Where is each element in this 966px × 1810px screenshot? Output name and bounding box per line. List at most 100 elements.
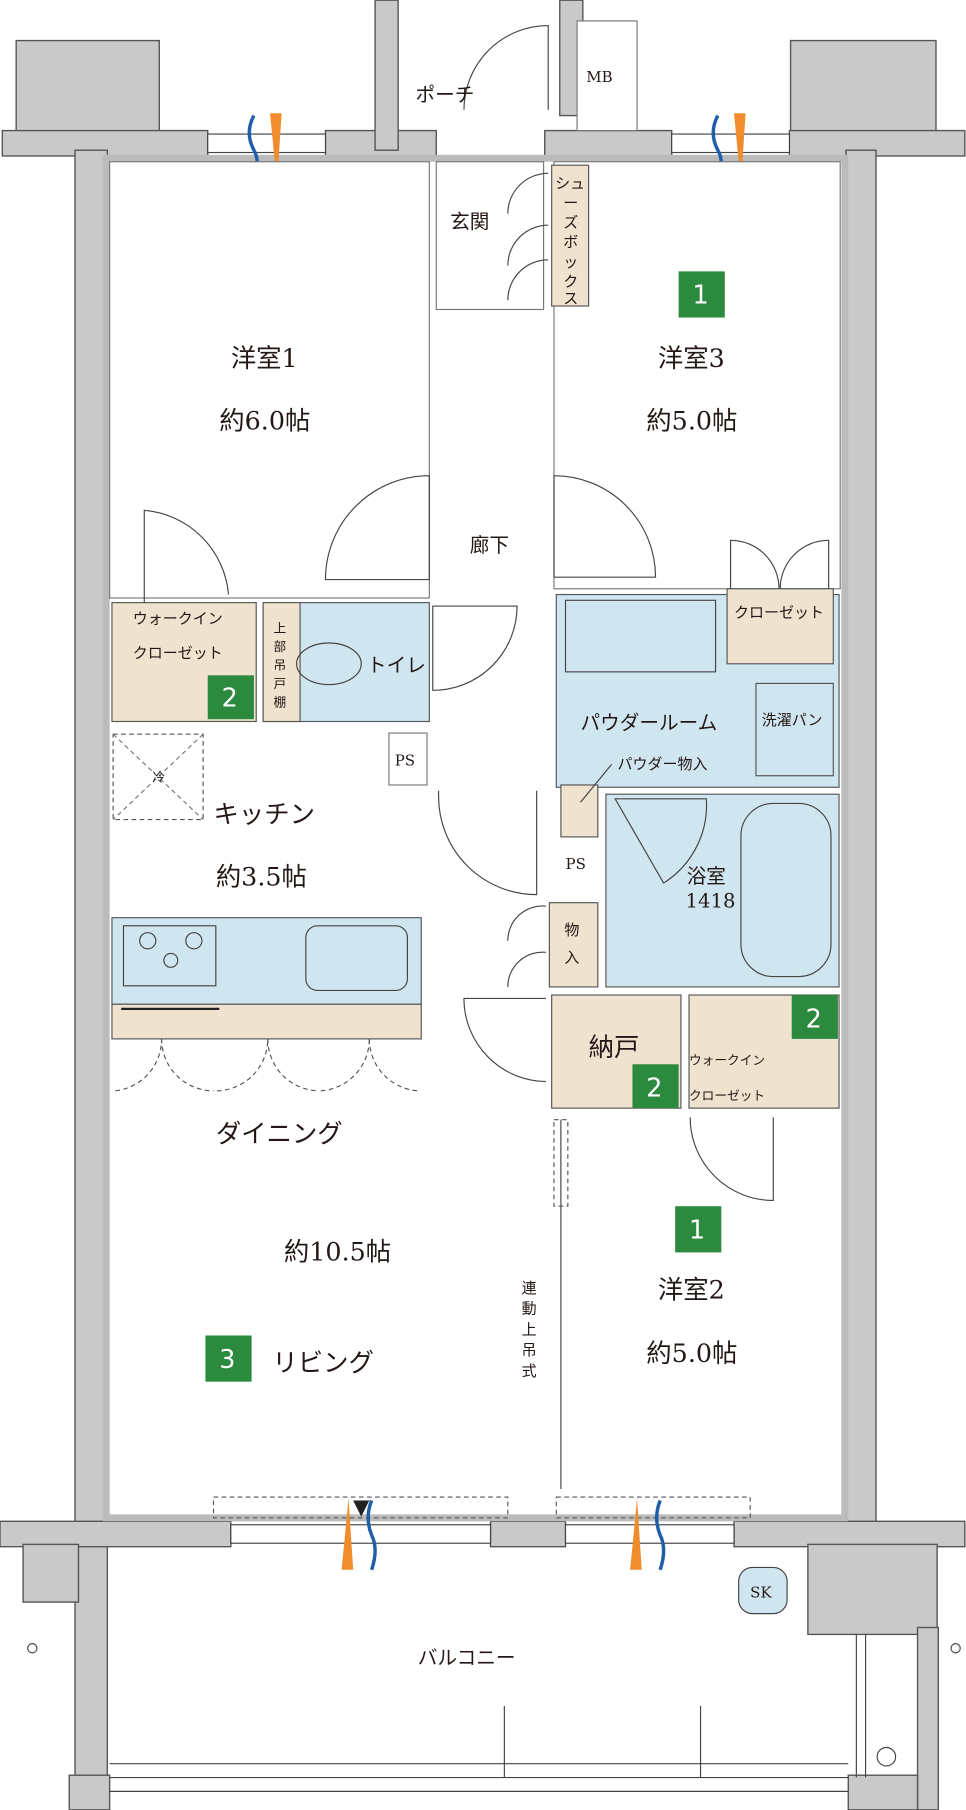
wic-left-line1: ウォークイン bbox=[133, 609, 223, 627]
ventilation-icon bbox=[247, 113, 746, 1571]
fridge-space bbox=[112, 733, 204, 821]
wic-left-door[interactable] bbox=[143, 509, 230, 603]
western3-name: 洋室3 bbox=[658, 343, 725, 373]
ldk-size: 約10.5帖 bbox=[284, 1236, 391, 1266]
svg-text:シュ: シュ bbox=[555, 174, 585, 192]
svg-text:ボ: ボ bbox=[563, 233, 578, 251]
storage-doors[interactable] bbox=[507, 905, 546, 987]
western3-door[interactable] bbox=[553, 475, 657, 578]
stove-icon bbox=[122, 925, 217, 987]
upper-cabinet bbox=[262, 602, 301, 723]
storage-label-2: 入 bbox=[564, 949, 579, 967]
storage bbox=[548, 902, 599, 988]
svg-text:連: 連 bbox=[522, 1279, 537, 1297]
entrance-label: 玄関 bbox=[450, 211, 489, 234]
vanity bbox=[564, 599, 717, 673]
svg-text:1: 1 bbox=[689, 1215, 705, 1245]
ps2-label: PS bbox=[566, 855, 586, 873]
laundry-pan-label: 洗濯パン bbox=[762, 711, 823, 729]
western-room-1 bbox=[109, 161, 430, 599]
slop-sink bbox=[738, 1566, 788, 1615]
balcony-railing bbox=[109, 1634, 867, 1792]
badge-1-western3: 1 bbox=[678, 271, 725, 318]
upper-cabinet-label: 上 部 吊 戸 棚 bbox=[274, 621, 287, 710]
svg-text:3: 3 bbox=[219, 1344, 235, 1374]
badge-1-western2: 1 bbox=[675, 1206, 722, 1253]
svg-text:ク: ク bbox=[563, 272, 578, 290]
wic-right-line1: ウォークイン bbox=[689, 1052, 765, 1067]
windows bbox=[207, 133, 790, 1544]
hall-door-kitchen[interactable] bbox=[437, 790, 538, 896]
mb-label: MB bbox=[586, 68, 612, 86]
cabinet-doors bbox=[115, 1038, 419, 1092]
kitchen-name: キッチン bbox=[214, 799, 316, 829]
svg-text:戸: 戸 bbox=[274, 676, 287, 691]
svg-text:ズ: ズ bbox=[563, 214, 578, 232]
svg-text:動: 動 bbox=[522, 1300, 537, 1318]
nando-label: 納戸 bbox=[589, 1032, 640, 1062]
powder-room-label: パウダールーム bbox=[581, 712, 718, 735]
toilet-label: トイレ bbox=[367, 654, 426, 677]
powder-storage-label: パウダー物入 bbox=[617, 755, 707, 773]
mb-box bbox=[576, 20, 638, 132]
svg-text:2: 2 bbox=[806, 1003, 822, 1033]
toilet-icon bbox=[296, 642, 362, 686]
badge-3-living: 3 bbox=[205, 1335, 252, 1382]
sliding-door-label: 連 動 上 吊 式 bbox=[522, 1279, 537, 1380]
living-label: リビング bbox=[272, 1347, 373, 1377]
western1-size: 約6.0帖 bbox=[219, 406, 310, 436]
bath-door[interactable] bbox=[614, 798, 708, 884]
svg-text:ッ: ッ bbox=[563, 253, 578, 271]
svg-text:吊: 吊 bbox=[522, 1341, 537, 1359]
western2-size: 約5.0帖 bbox=[646, 1338, 737, 1368]
ps-box-1 bbox=[388, 732, 428, 786]
entrance-door[interactable] bbox=[463, 24, 549, 110]
svg-text:棚: 棚 bbox=[274, 694, 287, 709]
svg-text:部: 部 bbox=[274, 639, 287, 654]
kitchen-size: 約3.5帖 bbox=[216, 861, 307, 891]
closet bbox=[726, 588, 834, 665]
svg-text:上: 上 bbox=[274, 621, 287, 636]
bath-size: 1418 bbox=[686, 889, 736, 912]
sk-label: SK bbox=[750, 1583, 772, 1601]
shoebox-label: シュ ー ズ ボ ッ ク ス bbox=[555, 174, 585, 307]
western2-name: 洋室2 bbox=[658, 1275, 725, 1305]
entrance-area bbox=[435, 161, 545, 311]
kitchen-counter bbox=[111, 917, 422, 1005]
hallway-label: 廊下 bbox=[470, 534, 509, 557]
svg-text:吊: 吊 bbox=[274, 658, 287, 673]
shoebox-doors bbox=[507, 172, 549, 301]
western1-name: 洋室1 bbox=[231, 343, 298, 373]
western-room-3 bbox=[553, 161, 841, 590]
western3-size: 約5.0帖 bbox=[646, 406, 737, 436]
sink-icon bbox=[305, 925, 408, 991]
western1-door[interactable] bbox=[324, 475, 430, 581]
badge-2-wic-left: 2 bbox=[207, 675, 254, 720]
svg-text:1: 1 bbox=[692, 280, 708, 310]
svg-text:ー: ー bbox=[563, 194, 578, 212]
bath-name: 浴室 bbox=[687, 865, 726, 888]
badge-2-nando: 2 bbox=[632, 1064, 679, 1109]
storage-label-1: 物 bbox=[564, 921, 579, 939]
closet-label: クローゼット bbox=[734, 604, 824, 622]
powder-storage bbox=[560, 784, 599, 838]
svg-text:2: 2 bbox=[646, 1073, 662, 1103]
closet-doors[interactable] bbox=[729, 539, 830, 589]
svg-text:2: 2 bbox=[222, 682, 238, 712]
bathroom bbox=[605, 793, 840, 988]
svg-text:ス: ス bbox=[563, 290, 578, 308]
bathtub bbox=[740, 802, 832, 978]
ps1-label: PS bbox=[395, 751, 415, 769]
fridge-label: 冷 bbox=[152, 770, 165, 785]
toilet-door[interactable] bbox=[432, 605, 518, 691]
wic-right-line2: クローゼット bbox=[689, 1088, 765, 1103]
balcony-label: バルコニー bbox=[418, 1646, 516, 1669]
porch-label: ポーチ bbox=[415, 84, 474, 107]
svg-text:上: 上 bbox=[522, 1320, 537, 1338]
nando-door[interactable] bbox=[463, 997, 546, 1083]
dining-label: ダイニング bbox=[216, 1119, 343, 1149]
wic-right-door[interactable] bbox=[689, 1117, 774, 1202]
shoebox bbox=[551, 164, 590, 307]
badge-2-wic-right: 2 bbox=[791, 995, 838, 1039]
